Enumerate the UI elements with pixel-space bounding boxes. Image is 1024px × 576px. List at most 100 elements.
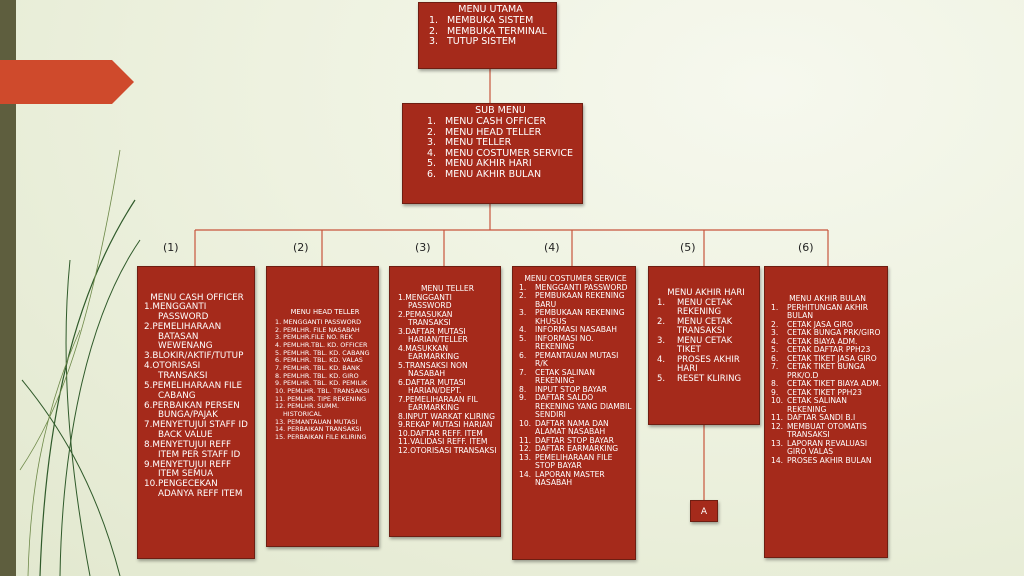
- list-item: 1.MEMBUKA SISTEM: [429, 15, 552, 27]
- item-text: PEMELIHARAAN FILE CABANG: [152, 380, 243, 401]
- list-item: 1.MENGGANTI PASSWORD: [519, 282, 632, 293]
- list-item: 2.MEMBUKA TERMINAL: [429, 25, 552, 38]
- item-number: 14.: [771, 455, 784, 465]
- item-text: DAFTAR EARMARKING: [535, 444, 619, 454]
- list-item: 5. PEMLHR. TBL. KD. CABANG: [275, 349, 375, 358]
- item-text: PEMELIHARAAN FILE STOP BAYAR: [535, 452, 613, 471]
- costumer-service-box: MENU COSTUMER SERVICE 1.MENGGANTI PASSWO…: [512, 266, 636, 560]
- item-number: 3.: [429, 36, 439, 48]
- left-accent-bar: [0, 0, 16, 576]
- item-number: 13.: [771, 438, 784, 448]
- branch-label-5: (5): [680, 241, 696, 254]
- list-item: 2.PEMELIHARAAN BATASAN WEWENANG: [144, 322, 250, 353]
- decorative-curve: [59, 239, 141, 576]
- box-title: MENU AKHIR HARI: [667, 288, 745, 298]
- list-item: 4.CETAK BIAYA ADM.: [771, 336, 884, 347]
- list-item: 3.MENU CETAK TIKET: [657, 336, 755, 356]
- item-number: 10.: [519, 418, 532, 428]
- item-text: TRANSAKSI NON NASABAH: [405, 360, 468, 379]
- list-item: 4. PEMLHR.TBL. KD. OFFICER: [275, 341, 375, 350]
- list-item: 14.LAPORAN MASTER NASABAH: [519, 469, 632, 488]
- list-item: 9.DAFTAR SALDO REKENING YANG DIAMBIL SEN…: [519, 394, 632, 420]
- item-text: MENU COSTUMER SERVICE: [445, 147, 574, 159]
- item-text: PERBAIKAN FILE KLIRING: [287, 433, 367, 442]
- list-item: 6.CETAK TIKET JASA GIRO: [771, 354, 884, 364]
- item-text: INFORMASI NASABAH: [535, 325, 617, 335]
- item-number: 4.: [144, 361, 153, 372]
- item-number: 6.: [398, 377, 406, 387]
- item-text: MENGGANTI PASSWORD: [405, 292, 452, 311]
- item-number: 2.: [429, 25, 439, 37]
- list-item: 4.OTORISASI TRANSAKSI: [144, 361, 250, 382]
- item-text: MENU CASH OFFICER: [445, 115, 547, 127]
- box-title: MENU CASH OFFICER: [150, 293, 244, 303]
- list-item: 11.DAFTAR SANDI B.I: [771, 414, 884, 423]
- item-number: 3.: [144, 351, 153, 362]
- item-number: 1.: [657, 297, 666, 308]
- item-number: 11.: [398, 437, 411, 447]
- item-number: 5.: [519, 333, 527, 343]
- item-number: 8.: [771, 379, 779, 389]
- item-text: MENGGANTI PASSWORD: [535, 282, 628, 292]
- list-item: 3.PEMBUKAAN REKENING KHUSUS: [519, 308, 632, 326]
- item-text: CETAK SALINAN REKENING: [787, 396, 847, 414]
- item-text: CETAK TIKET PPH23: [787, 387, 862, 397]
- item-text: MENYETUJUI REFF ITEM SEMUA: [152, 459, 232, 480]
- list-item: 2.PEMBUKAAN REKENING BARU: [519, 291, 632, 309]
- item-number: 14.: [519, 469, 532, 479]
- box-title: MENU COSTUMER SERVICE: [524, 274, 627, 283]
- list-item: 3.BLOKIR/AKTIF/TUTUP: [144, 351, 250, 362]
- item-text: PERBAIKAN PERSEN BUNGA/PAJAK: [152, 400, 240, 421]
- list-item: 14. PERBAIKAN TRANSAKSI: [275, 426, 375, 434]
- list-item: 5.RESET KLIRING: [657, 374, 755, 385]
- list-item: 1. MENGGANTI PASSWORD: [275, 317, 375, 327]
- box-title: MENU HEAD TELLER: [290, 308, 360, 316]
- decorative-curve: [21, 379, 121, 576]
- box-title: MENU AKHIR BULAN: [789, 294, 866, 303]
- list-item: 4.MASUKKAN EARMARKING: [398, 344, 497, 362]
- item-number: 1.: [398, 292, 406, 302]
- list-item: 2.MENU HEAD TELLER: [427, 126, 574, 139]
- item-number: 7.: [144, 420, 153, 431]
- list-item: 8.MENYETUJUI REFF ITEM PER STAFF ID: [144, 440, 250, 461]
- item-text: MENU TELLER: [445, 137, 512, 149]
- item-text: CETAK DAFTAR PPH23: [787, 345, 871, 355]
- item-text: DAFTAR SALDO REKENING YANG DIAMBIL SENDI…: [535, 393, 632, 420]
- item-number: 11.: [519, 435, 532, 445]
- branch-label-6: (6): [798, 241, 814, 254]
- decorative-arrow: [0, 60, 134, 104]
- list-item: 12.DAFTAR EARMARKING: [519, 445, 632, 454]
- list-item: 2.CETAK JASA GIRO: [771, 320, 884, 330]
- item-text: REKAP MUTASI HARIAN: [405, 420, 493, 430]
- item-text: CETAK BUNGA PRK/GIRO: [787, 328, 881, 338]
- list-item: 9.REKAP MUTASI HARIAN: [398, 420, 497, 430]
- item-number: 5.: [144, 380, 153, 391]
- item-number: 3.: [519, 308, 527, 318]
- item-number: 7.: [398, 394, 406, 404]
- box-title: MENU UTAMA: [458, 4, 523, 15]
- connector-a-box: A: [690, 500, 718, 522]
- item-text: INPUT STOP BAYAR: [535, 384, 607, 394]
- item-number: 2.: [427, 126, 437, 138]
- item-number: 1.: [275, 317, 282, 326]
- item-text: MEMBUAT OTOMATIS TRANSAKSI: [787, 421, 867, 440]
- item-number: 8.: [519, 384, 527, 394]
- list-item: 8.CETAK TIKET BIAYA ADM.: [771, 380, 884, 389]
- item-text: PERHITUNGAN AKHIR BULAN: [787, 302, 869, 321]
- list-item: 3.CETAK BUNGA PRK/GIRO: [771, 329, 884, 338]
- list-item: 7.PEMELIHARAAN FIL EARMARKING: [398, 394, 497, 413]
- list-item: 4.PROSES AKHIR HARI: [657, 355, 755, 375]
- item-number: 9.: [144, 459, 153, 470]
- item-text: LAPORAN MASTER NASABAH: [535, 469, 605, 488]
- item-text: DAFTAR STOP BAYAR: [535, 435, 614, 445]
- item-text: LAPORAN REVALUASI GIRO VALAS: [787, 438, 868, 457]
- list-item: 1.MENGGANTI PASSWORD: [398, 292, 497, 311]
- item-number: 14.: [275, 425, 286, 434]
- item-text: CETAK BIAYA ADM.: [787, 336, 858, 346]
- list-item: 15. PERBAIKAN FILE KLIRING: [275, 433, 375, 442]
